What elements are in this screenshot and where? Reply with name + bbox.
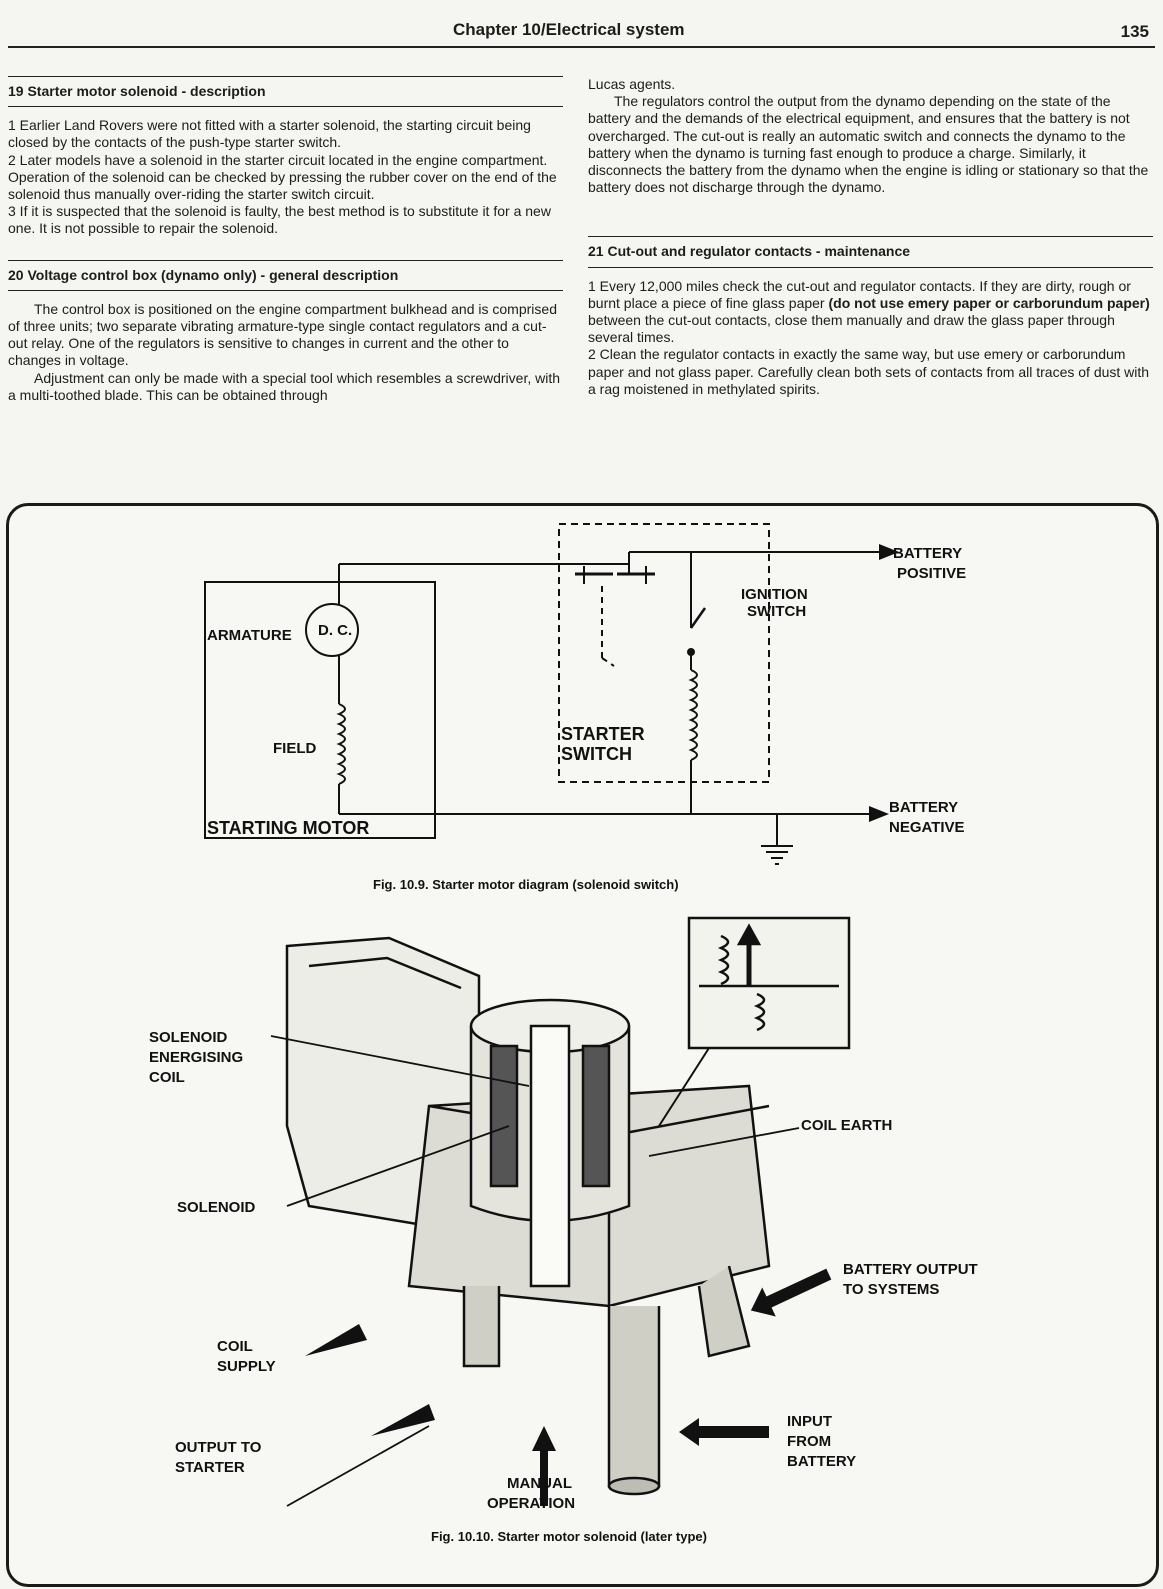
starter-circuit-diagram: [204, 523, 879, 865]
right-column: Lucas agents. The regulators control the…: [588, 76, 1153, 398]
section-20-para-2: Adjustment can only be made with a speci…: [8, 369, 561, 403]
section-19-para-1: 1 Earlier Land Rovers were not fitted wi…: [8, 117, 531, 151]
coil-winding-left: [489, 1044, 519, 1188]
starter-switch-label-1: STARTER: [561, 724, 645, 744]
fig-10-9-caption: Fig. 10.9. Starter motor diagram (soleno…: [373, 877, 679, 892]
manual-operation-shaft: [540, 1446, 548, 1506]
starting-motor-box: [204, 581, 436, 839]
starting-motor-label: STARTING MOTOR: [207, 818, 369, 838]
page-number: 135: [1120, 22, 1149, 41]
output-arrow: [371, 1404, 435, 1436]
input-battery-label-2: FROM: [787, 1433, 831, 1450]
continued-para-2: The regulators control the output from t…: [588, 93, 1149, 196]
battery-negative-arrow: [869, 806, 889, 822]
coil-winding-right: [581, 1044, 611, 1188]
figure-arrows: [305, 1268, 832, 1506]
input-battery-label-1: INPUT: [787, 1413, 832, 1430]
section-20-title: 20 Voltage control box (dynamo only) - g…: [8, 259, 563, 291]
manual-operation-label-1: MANUAL: [507, 1475, 572, 1492]
solenoid-label: SOLENOID: [177, 1199, 256, 1216]
armature-circle: [305, 603, 359, 657]
battery-output-arrow: [750, 1268, 832, 1317]
continued-para-1: Lucas agents.: [588, 76, 676, 92]
inset-detail: [658, 916, 851, 1127]
output-to-starter-label-1: OUTPUT TO: [175, 1439, 262, 1456]
coil-supply-label-2: SUPPLY: [217, 1358, 276, 1375]
input-battery-label-3: BATTERY: [787, 1453, 856, 1470]
ignition-switch-label-2: SWITCH: [747, 603, 806, 620]
starter-switch-label-2: SWITCH: [561, 744, 632, 764]
inset-box: [687, 916, 851, 1050]
coil-earth-label: COIL EARTH: [801, 1117, 892, 1134]
battery-positive-label-1: BATTERY: [893, 545, 962, 562]
dc-label: D. C.: [318, 622, 352, 639]
coil-supply-arrow: [305, 1324, 367, 1356]
input-battery-arrow: [679, 1418, 769, 1446]
section-21-title: 21 Cut-out and regulator contacts - main…: [588, 236, 1153, 268]
battery-output-label-1: BATTERY OUTPUT: [843, 1261, 978, 1278]
solenoid-coil-symbol: [688, 669, 698, 761]
manual-operation-arrow: [532, 1426, 556, 1451]
battery-output-label-2: TO SYSTEMS: [843, 1281, 939, 1298]
battery-negative-label-1: BATTERY: [889, 799, 958, 816]
field-label: FIELD: [273, 740, 316, 757]
leader-lines: [270, 1035, 800, 1507]
section-20-para-1: The control box is positioned on the eng…: [8, 300, 557, 369]
page-header: Chapter 10/Electrical system 135: [8, 10, 1155, 48]
battery-positive-label-2: POSITIVE: [897, 565, 966, 582]
figure-box: ARMATURE D. C. FIELD STARTING MOTOR STAR…: [6, 503, 1159, 1587]
battery-positive-arrow: [879, 544, 899, 560]
starter-switch-box: [558, 523, 770, 783]
coil-supply-label-1: COIL: [217, 1338, 253, 1355]
energising-coil-label-3: COIL: [149, 1069, 185, 1086]
energising-coil-label-1: SOLENOID: [149, 1029, 228, 1046]
output-to-starter-label-2: STARTER: [175, 1459, 245, 1476]
field-coil: [336, 703, 346, 785]
chapter-title: Chapter 10/Electrical system: [453, 20, 685, 39]
section-19-para-3: 3 If it is suspected that the solenoid i…: [8, 203, 551, 237]
left-column: 19 Starter motor solenoid - description …: [8, 76, 563, 404]
armature-label: ARMATURE: [207, 627, 292, 644]
solenoid-illustration: [285, 936, 771, 1496]
fig-10-10-caption: Fig. 10.10. Starter motor solenoid (late…: [431, 1529, 707, 1544]
plunger: [529, 1024, 571, 1288]
section-19-title: 19 Starter motor solenoid - description: [8, 76, 563, 108]
section-19-para-2: 2 Later models have a solenoid in the st…: [8, 151, 557, 203]
battery-input-terminal: [607, 1306, 661, 1488]
ignition-switch-label-1: IGNITION: [741, 586, 808, 603]
section-21-para-1: 1 Every 12,000 miles check the cut-out a…: [588, 277, 1150, 346]
battery-negative-label-2: NEGATIVE: [889, 819, 965, 836]
figures-svg: ARMATURE D. C. FIELD STARTING MOTOR STAR…: [149, 523, 978, 1544]
energising-coil-label-2: ENERGISING: [149, 1049, 243, 1066]
coil-supply-terminal: [462, 1286, 501, 1368]
section-21-para-2: 2 Clean the regulator contacts in exactl…: [588, 346, 1150, 397]
manual-operation-label-2: OPERATION: [487, 1495, 575, 1512]
